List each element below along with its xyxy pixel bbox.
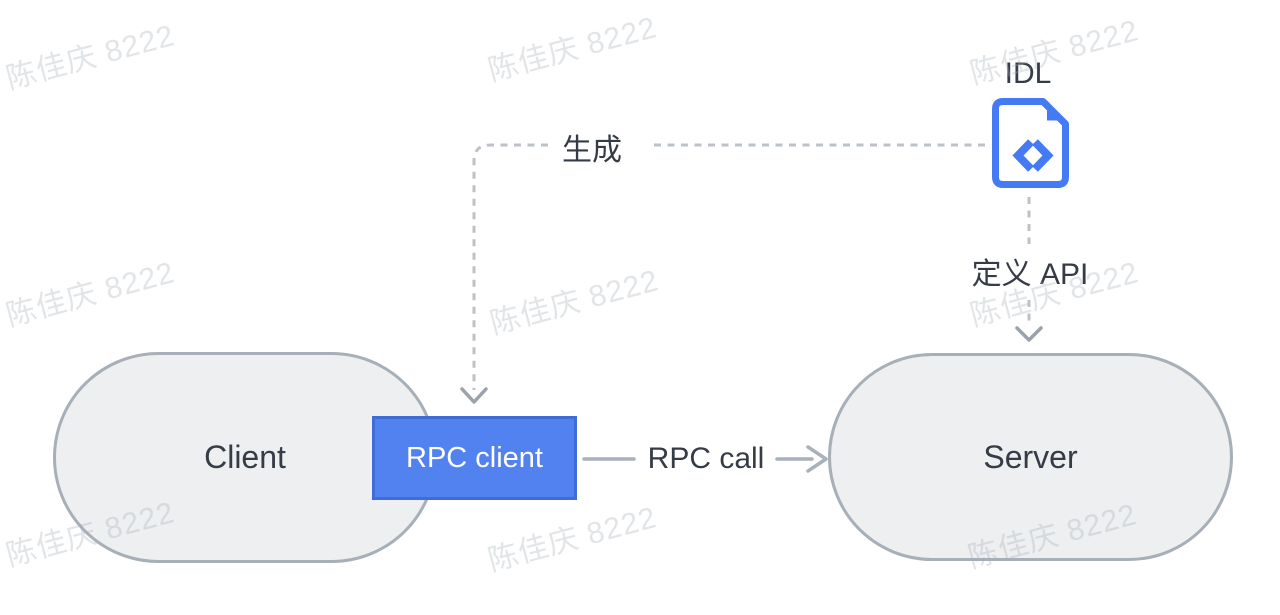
rpc-call-edge-label: RPC call bbox=[647, 442, 765, 475]
server-node: Server bbox=[828, 353, 1233, 561]
watermark: 陈佳庆 8222 bbox=[484, 11, 661, 88]
generate-edge-line-left bbox=[472, 143, 548, 390]
file-fold-corner bbox=[1047, 106, 1061, 121]
chevron-right-icon bbox=[1032, 139, 1054, 172]
define-api-edge-label: 定义 API bbox=[971, 258, 1089, 291]
file-outline bbox=[992, 98, 1069, 188]
arrowhead-down-icon bbox=[1015, 326, 1043, 342]
arrowhead-right-icon bbox=[806, 445, 828, 473]
watermark: 陈佳庆 8222 bbox=[2, 19, 179, 96]
server-node-label: Server bbox=[983, 438, 1078, 475]
rpc-client-node-label: RPC client bbox=[406, 441, 543, 474]
watermark: 陈佳庆 8222 bbox=[486, 264, 663, 341]
code-file-icon bbox=[992, 98, 1069, 188]
generate-edge-label: 生成 bbox=[562, 134, 622, 167]
rpc-client-node: RPC client bbox=[372, 416, 577, 500]
idl-node-label: IDL bbox=[1004, 57, 1052, 90]
arrowhead-down-icon bbox=[460, 387, 488, 404]
chevron-left-icon bbox=[1012, 139, 1034, 172]
watermark: 陈佳庆 8222 bbox=[484, 501, 661, 578]
watermark: 陈佳庆 8222 bbox=[966, 14, 1143, 91]
watermark: 陈佳庆 8222 bbox=[2, 256, 179, 333]
client-node-label: Client bbox=[204, 439, 286, 475]
